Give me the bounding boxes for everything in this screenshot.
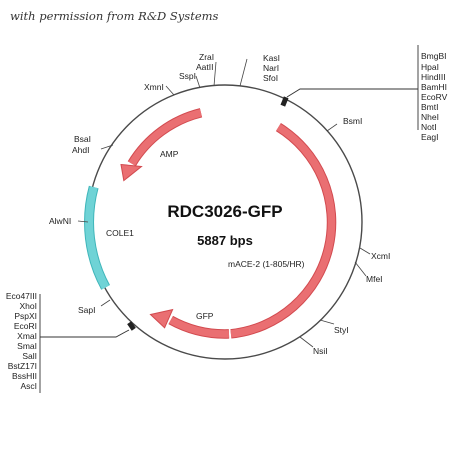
site-tick-zrai	[213, 61, 217, 87]
site-label-sapi: SapI	[78, 305, 96, 315]
site-tick-bsai	[100, 144, 114, 150]
site-tick-xcmi	[359, 247, 371, 255]
upper-group-site-4: BamHI	[421, 82, 447, 92]
site-label-sfoi: SfoI	[263, 73, 278, 83]
site-tick-nsii	[299, 336, 314, 348]
lower-group-site-3: PspXI	[14, 311, 37, 321]
site-label-aatii: AatII	[196, 62, 213, 72]
mace2-gene-arrow-body	[230, 123, 337, 339]
site-tick-sspi	[195, 75, 201, 89]
gfp-gene-arrowhead	[149, 308, 174, 329]
lower-group-site-7: SalI	[22, 351, 37, 361]
site-label-bsai: BsaI	[74, 134, 91, 144]
feature-label-cole1: COLE1	[106, 228, 134, 238]
lower-group-site-10: AscI	[20, 381, 37, 391]
feature-label-amp: AMP	[160, 149, 179, 159]
upper-site-marker	[280, 96, 289, 107]
upper-group-site-3: HindIII	[421, 72, 446, 82]
site-tick-sapi	[100, 299, 111, 307]
upper-group-site-7: NheI	[421, 112, 439, 122]
site-label-kasi: KasI	[263, 53, 280, 63]
plasmid-name: RDC3026-GFP	[167, 202, 282, 221]
cole1-origin-fill	[85, 186, 110, 290]
feature-label-mace2: mACE-2 (1-805/HR)	[228, 259, 305, 269]
site-tick-xmni	[165, 85, 175, 96]
upper-group-site-9: EagI	[421, 132, 439, 142]
site-label-nsii: NsiI	[313, 346, 328, 356]
site-label-styi: StyI	[334, 325, 349, 335]
site-label-xmni: XmnI	[144, 82, 164, 92]
upper-group-site-5: EcoRV	[421, 92, 448, 102]
plasmid-backbone	[87, 84, 363, 360]
site-tick-mfei	[354, 261, 367, 277]
lower-group-site-8: BstZ17I	[8, 361, 37, 371]
site-label-ahdi: AhdI	[72, 145, 90, 155]
gfp-gene-arrow-body-fill	[168, 316, 230, 338]
lower-group-site-5: XmaI	[17, 331, 37, 341]
site-tick-kasi	[239, 58, 248, 87]
mace2-gene-arrow-body-fill	[230, 123, 336, 338]
lower-site-marker	[127, 321, 136, 331]
amp-gene-arrowhead	[120, 163, 143, 182]
upper-group-site-2: HpaI	[421, 62, 439, 72]
site-label-bsmi: BsmI	[343, 116, 362, 126]
credit-text: with permission from R&D Systems	[10, 9, 219, 23]
upper-group-site-6: BmtI	[421, 102, 438, 112]
lower-group-site-1: Eco47III	[6, 291, 37, 301]
site-label-nari: NarI	[263, 63, 279, 73]
lower-group-site-9: BssHII	[12, 371, 37, 381]
site-label-alwni: AlwNI	[49, 216, 71, 226]
site-label-zrai: ZraI	[199, 52, 214, 62]
lower-group-site-6: SmaI	[17, 341, 37, 351]
lower-group-site-2: XhoI	[20, 301, 38, 311]
lower-group-site-4: EcoRI	[14, 321, 37, 331]
site-tick-styi	[319, 319, 335, 325]
site-label-xcmi: XcmI	[371, 251, 390, 261]
feature-label-gfp: GFP	[196, 311, 214, 321]
upper-site-leader	[286, 88, 418, 98]
site-label-mfei: MfeI	[366, 274, 383, 284]
upper-group-site-1: BmgBI	[421, 51, 447, 61]
site-tick-bsmi	[326, 123, 338, 132]
plasmid-size: 5887 bps	[197, 233, 253, 248]
site-tick-alwni	[77, 220, 89, 223]
amp-gene-arrow-body-fill	[128, 109, 202, 166]
lower-site-leader	[40, 329, 130, 338]
site-label-sspi: SspI	[179, 71, 196, 81]
upper-group-site-8: NotI	[421, 122, 437, 132]
